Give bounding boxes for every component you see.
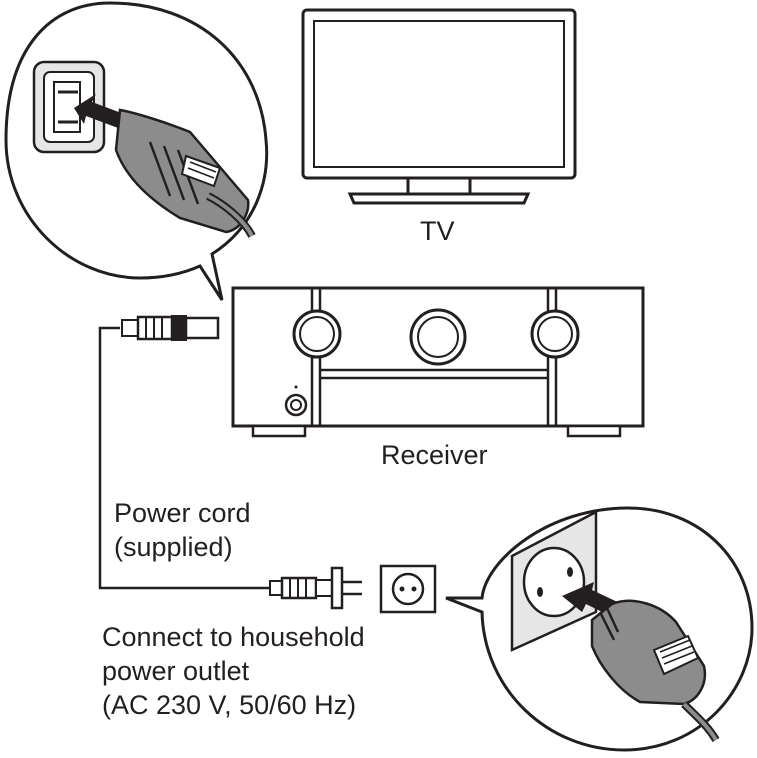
power-cord-label-line1: Power cord bbox=[114, 498, 251, 528]
wall-outlet-icon bbox=[379, 564, 437, 614]
outlet-label-line3: (AC 230 V, 50/60 Hz) bbox=[102, 690, 357, 720]
power-cord bbox=[98, 326, 276, 590]
outlet-label-line1: Connect to household bbox=[102, 622, 365, 652]
iec-plug-small bbox=[121, 315, 220, 341]
receiver-icon bbox=[231, 286, 645, 438]
outlet-label-line2: power outlet bbox=[102, 656, 250, 686]
outlet-label: Connect to household power outlet (AC 23… bbox=[102, 620, 365, 722]
power-cord-label-line2: (supplied) bbox=[114, 532, 233, 562]
power-cord-label: Power cord (supplied) bbox=[114, 496, 251, 564]
tv-icon bbox=[301, 8, 577, 205]
wall-plug-small bbox=[269, 566, 362, 610]
tv-label: TV bbox=[420, 216, 455, 246]
receiver-label: Receiver bbox=[381, 440, 488, 470]
callout-wall-outlet bbox=[445, 506, 754, 752]
callout-receiver-inlet bbox=[4, 1, 269, 301]
